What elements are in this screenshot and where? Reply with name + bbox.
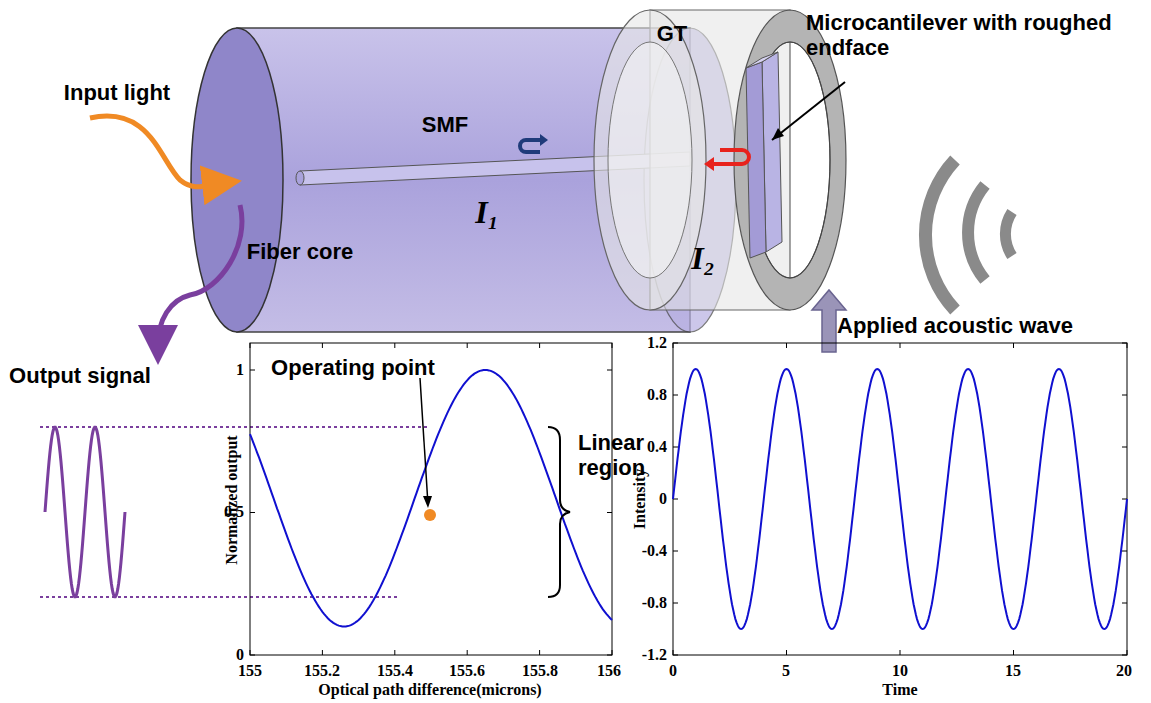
part-name: Microcantilever with roughed endface <box>806 10 1136 61</box>
axis-tick <box>673 655 678 656</box>
axis-tick <box>467 650 468 655</box>
axis-tick <box>322 343 323 348</box>
tick-label: 0 <box>669 662 677 680</box>
annotation: Output signal <box>9 363 151 389</box>
axis-tick <box>673 343 674 348</box>
tick-label: 15 <box>1005 662 1021 680</box>
tick-label: 1 <box>236 361 244 379</box>
axis-tick <box>612 650 613 655</box>
axis-tick <box>673 650 674 655</box>
axis-tick <box>1122 551 1127 552</box>
axis-title: Normalized output <box>223 435 241 564</box>
tick-label: 155.6 <box>449 662 485 680</box>
axis-title: Optical path difference(microns) <box>318 681 541 699</box>
axis-tick <box>1013 650 1014 655</box>
axis-tick <box>673 343 678 344</box>
axis-tick <box>394 343 395 348</box>
axis-tick <box>250 370 255 371</box>
tick-label: 0 <box>236 646 244 664</box>
tick-label: 0.4 <box>647 438 667 456</box>
tick-label: 155 <box>238 662 262 680</box>
signal-name: I₁ <box>475 194 499 231</box>
tick-label: 0.5 <box>224 503 244 521</box>
axis-tick <box>1013 343 1014 348</box>
axis-tick <box>1122 655 1127 656</box>
axis-tick <box>673 603 678 604</box>
tick-label: 10 <box>892 662 908 680</box>
tick-label: 1.2 <box>647 334 667 352</box>
axis-tick <box>673 447 678 448</box>
axis-tick <box>539 650 540 655</box>
axis-tick <box>250 512 255 513</box>
axis-tick <box>607 370 612 371</box>
axis-title: Time <box>882 681 917 699</box>
tick-label: 5 <box>782 662 790 680</box>
part-name: Fiber core <box>247 239 353 265</box>
tick-label: 156 <box>597 662 621 680</box>
axis-tick <box>1122 603 1127 604</box>
axis-tick <box>394 650 395 655</box>
tick-label: 0 <box>659 490 667 508</box>
axis-tick <box>1122 343 1127 344</box>
axis-tick <box>250 655 255 656</box>
axis-tick <box>1127 343 1128 348</box>
part-name: GT <box>657 21 688 47</box>
axis-tick <box>673 551 678 552</box>
tick-label: -1.2 <box>642 646 667 664</box>
axis-tick <box>612 343 613 348</box>
tick-label: 0.8 <box>647 386 667 404</box>
signal-name: I₂ <box>691 240 715 277</box>
tick-label: -0.8 <box>642 594 667 612</box>
axis-tick <box>900 650 901 655</box>
tick-label: 155.2 <box>304 662 340 680</box>
axis-tick <box>1127 650 1128 655</box>
axis-tick <box>250 650 251 655</box>
annotation: Applied acoustic wave <box>837 313 1073 339</box>
axis-tick <box>322 650 323 655</box>
tick-label: 20 <box>1116 662 1132 680</box>
axis-tick <box>1122 395 1127 396</box>
annotation: Input light <box>64 80 170 106</box>
annotation: Operating point <box>271 355 435 381</box>
part-name: SMF <box>422 112 468 138</box>
axis-tick <box>786 343 787 348</box>
axis-tick <box>786 650 787 655</box>
axis-tick <box>673 395 678 396</box>
axis-tick <box>467 343 468 348</box>
axis-tick <box>250 343 251 348</box>
axis-title: Intensity <box>631 469 649 529</box>
axis-tick <box>539 343 540 348</box>
axis-tick <box>900 343 901 348</box>
axis-tick <box>607 512 612 513</box>
tick-label: 155.4 <box>377 662 413 680</box>
axis-tick <box>607 655 612 656</box>
axis-tick <box>1122 447 1127 448</box>
tick-label: 155.8 <box>522 662 558 680</box>
tick-label: -0.4 <box>642 542 667 560</box>
